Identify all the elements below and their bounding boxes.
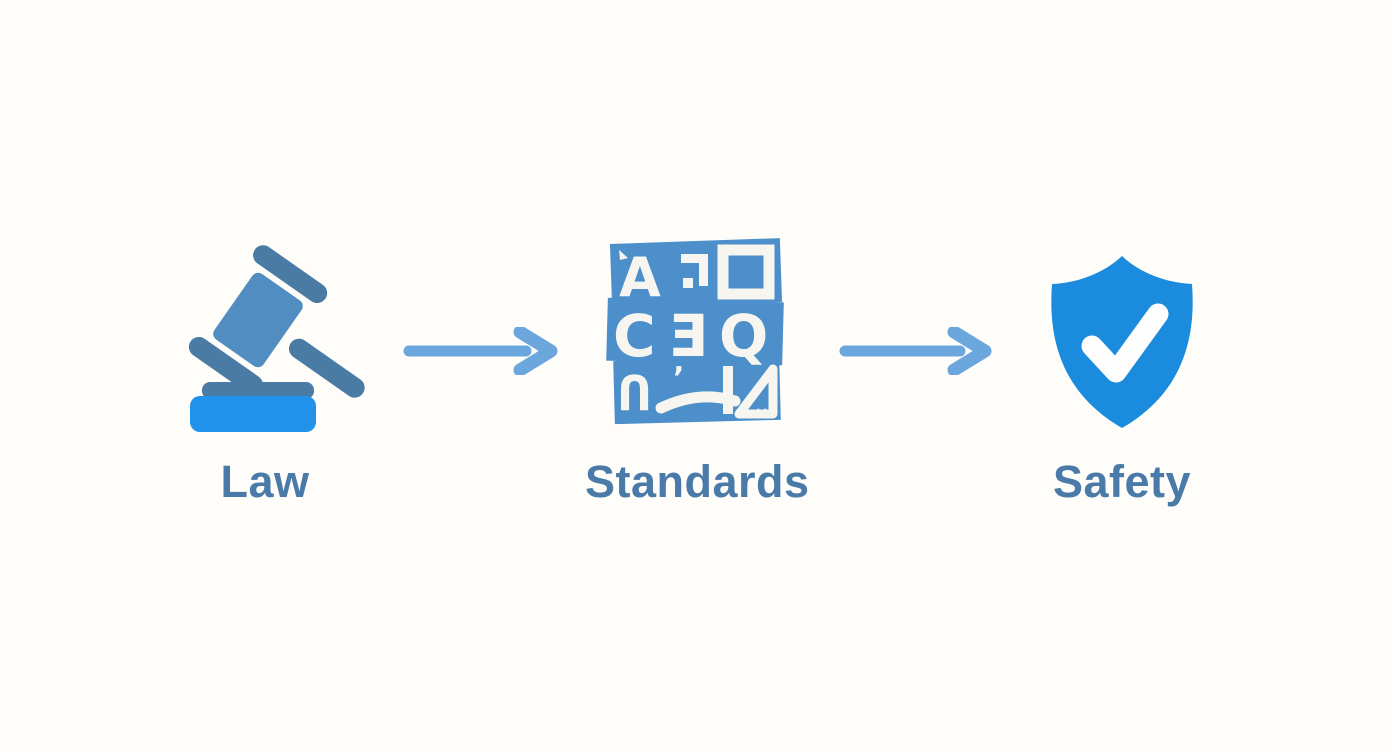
arrow-right-icon bbox=[403, 327, 558, 375]
safety-label: Safety bbox=[1052, 456, 1192, 507]
cursor-mark-icon bbox=[619, 250, 628, 260]
law-label: Law bbox=[220, 456, 310, 507]
arrow-right-icon bbox=[839, 327, 992, 375]
standards-label: Standards bbox=[585, 456, 810, 507]
stamp-glyph: ’ bbox=[673, 361, 684, 396]
check-icon bbox=[1081, 303, 1169, 383]
certification-stamp-icon: A C Ǝ Q Ո ’ × bbox=[606, 238, 784, 425]
stamp-glyph: Ո bbox=[617, 366, 652, 422]
x-mark-icon: × bbox=[755, 403, 768, 422]
stamp-glyph: Q bbox=[719, 302, 768, 370]
shield-check-icon bbox=[1051, 256, 1193, 428]
stamp-glyph: C bbox=[613, 302, 656, 370]
gavel-icon bbox=[188, 245, 365, 432]
stamp-glyph: A bbox=[619, 246, 661, 309]
stamp-glyph: Ǝ bbox=[668, 302, 708, 370]
